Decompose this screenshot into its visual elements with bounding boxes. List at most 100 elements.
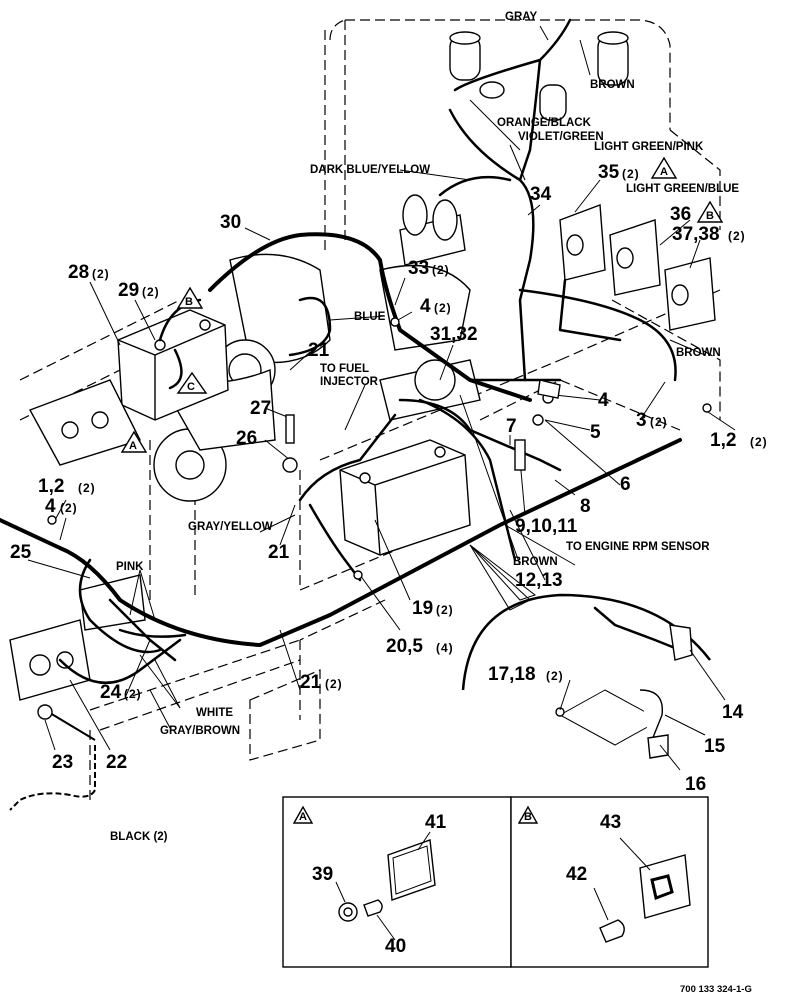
callout-21-mid: 21 — [268, 542, 290, 563]
callout-14: 14 — [722, 702, 744, 723]
callout-29: 29 — [118, 280, 139, 301]
left-controls — [9, 379, 146, 701]
callout-3: 3 — [636, 410, 647, 431]
svg-text:(2): (2) — [650, 415, 668, 429]
callout-9-10-11: 9,10,11 — [515, 516, 578, 537]
label-orange-black: ORANGE/BLACK — [497, 117, 592, 129]
svg-text:(2): (2) — [142, 285, 160, 299]
flag-c: C — [176, 371, 208, 394]
svg-text:(2): (2) — [622, 167, 640, 181]
svg-text:B: B — [524, 811, 532, 823]
label-injector: INJECTOR — [320, 376, 379, 388]
callout-42: 42 — [566, 864, 587, 885]
svg-text:(2): (2) — [432, 263, 450, 277]
label-violet-green: VIOLET/GREEN — [518, 131, 604, 143]
engine-block — [153, 194, 481, 502]
callout-16: 16 — [685, 774, 706, 795]
svg-text:(2): (2) — [60, 501, 78, 515]
svg-text:(2): (2) — [436, 603, 454, 617]
callout-24: 24 — [100, 682, 122, 703]
label-to-fuel: TO FUEL — [320, 363, 369, 375]
callout-5: 5 — [590, 422, 601, 443]
svg-text:(2): (2) — [728, 229, 746, 243]
svg-text:(2): (2) — [434, 301, 452, 315]
callout-37-38: 37,38 — [672, 224, 720, 245]
svg-text:(2): (2) — [546, 669, 564, 683]
svg-text:(4): (4) — [436, 641, 454, 655]
lamp-housings — [449, 31, 716, 331]
callout-26: 26 — [236, 428, 257, 449]
callout-6: 6 — [620, 474, 631, 495]
figure-number: 700 133 324-1-G — [680, 984, 752, 995]
hardware-fasteners — [47, 317, 712, 580]
label-white: WHITE — [196, 707, 233, 719]
svg-text:B: B — [706, 210, 714, 222]
main-harness — [0, 18, 682, 685]
callout-34: 34 — [530, 184, 552, 205]
svg-text:(2): (2) — [124, 687, 142, 701]
inset-detail-a: A 41 39 40 — [282, 796, 512, 968]
callout-1-2-right: 1,2 — [710, 430, 736, 451]
svg-text:A: A — [299, 811, 307, 823]
callout-25: 25 — [10, 542, 32, 563]
svg-text:C: C — [187, 381, 195, 393]
callout-21-upper: 21 — [308, 340, 330, 361]
callout-4-right: 4 — [598, 390, 609, 411]
callout-12-13: 12,13 — [515, 570, 563, 591]
callout-33: 33 — [408, 258, 429, 279]
label-blue: BLUE — [354, 311, 386, 323]
flag-b-top: B — [176, 286, 204, 309]
callout-7: 7 — [506, 416, 517, 437]
callout-15: 15 — [704, 736, 726, 757]
svg-text:(2): (2) — [92, 267, 110, 281]
callout-8: 8 — [580, 496, 591, 517]
label-gray: GRAY — [505, 11, 537, 23]
flag-a-left: A — [120, 430, 148, 453]
label-pink: PINK — [116, 561, 144, 573]
svg-text:(2): (2) — [750, 435, 768, 449]
label-dark-blue-yellow: DARK BLUE/YELLOW — [310, 164, 430, 176]
svg-text:A: A — [129, 440, 137, 452]
label-black: BLACK (2) — [110, 831, 168, 843]
callout-4-top: 4 — [420, 296, 431, 317]
callout-36: 36 — [670, 204, 691, 225]
label-brown-right: BROWN — [676, 347, 721, 359]
black-lead-wire — [9, 745, 96, 811]
leader-lines — [27, 25, 736, 771]
svg-text:A: A — [660, 166, 668, 178]
callout-28: 28 — [68, 262, 89, 283]
svg-text:(2): (2) — [325, 677, 343, 691]
callout-31-32: 31,32 — [430, 324, 478, 345]
flag-a-lamp: A — [650, 156, 678, 179]
callout-22: 22 — [106, 752, 127, 773]
callout-numbers: 30 28 (2) 29 (2) 33 (2) 4 (2) 34 35 (2) … — [10, 162, 768, 795]
inset-detail-b: B 43 42 — [510, 796, 709, 968]
callout-23: 23 — [52, 752, 73, 773]
label-brown-mid: BROWN — [513, 556, 558, 568]
callout-27: 27 — [250, 398, 271, 419]
flag-b-lamp: B — [696, 200, 724, 223]
callout-21-lower: 21 — [300, 672, 322, 693]
callout-17-18: 17,18 — [488, 664, 536, 685]
callout-39: 39 — [312, 864, 333, 885]
callout-35: 35 — [598, 162, 620, 183]
detail-callout — [461, 544, 711, 759]
label-to-rpm: TO ENGINE RPM SENSOR — [566, 541, 710, 553]
callout-30: 30 — [220, 212, 241, 233]
wire-color-labels: GRAY BROWN ORANGE/BLACK VIOLET/GREEN LIG… — [110, 11, 739, 843]
label-gray-yellow: GRAY/YELLOW — [188, 521, 273, 533]
callout-4-left: 4 — [45, 496, 56, 517]
svg-text:B: B — [185, 296, 193, 308]
callout-43: 43 — [600, 812, 621, 833]
callout-40: 40 — [385, 936, 406, 957]
callout-41: 41 — [425, 812, 447, 833]
callout-20-5: 20,5 — [386, 636, 423, 657]
label-brown-top: BROWN — [590, 79, 635, 91]
callout-19: 19 — [412, 598, 433, 619]
label-light-green-blue: LIGHT GREEN/BLUE — [626, 183, 739, 195]
callout-1-2-left: 1,2 — [38, 476, 64, 497]
label-light-green-pink: LIGHT GREEN/PINK — [594, 141, 704, 153]
svg-text:(2): (2) — [78, 481, 96, 495]
label-gray-brown: GRAY/BROWN — [160, 725, 240, 737]
